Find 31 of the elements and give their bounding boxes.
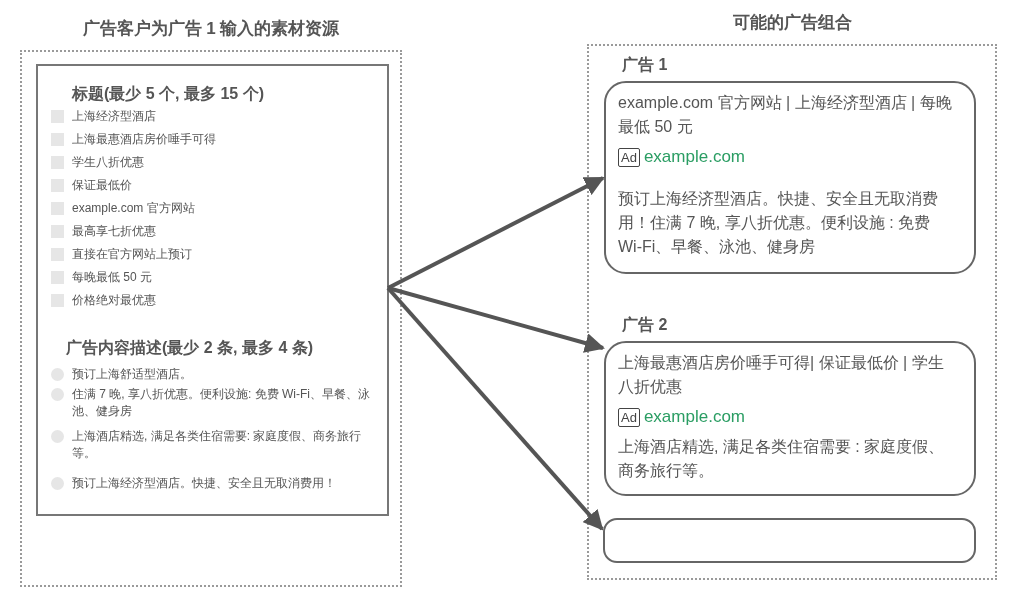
- ad-heading: 广告 1: [622, 55, 668, 75]
- asset-text: 预订上海舒适型酒店。: [72, 366, 193, 383]
- ad-headline: example.com 官方网站 | 上海经济型酒店 | 每晚最低 50 元: [618, 93, 952, 137]
- asset-text: 价格绝对最优惠: [72, 292, 157, 309]
- arrow: [387, 176, 605, 290]
- asset-text: 每晚最低 50 元: [72, 269, 153, 286]
- arrow: [386, 286, 604, 531]
- asset-text: 直接在官方网站上预订: [72, 246, 193, 263]
- asset-text: 保证最低价: [72, 177, 133, 194]
- display-url: example.com: [643, 146, 745, 168]
- ad-heading: 广告 2: [622, 315, 668, 335]
- section-heading: 标题(最少 5 个, 最多 15 个): [72, 84, 265, 104]
- asset-text: 最高享七折优惠: [72, 223, 157, 240]
- display-url: example.com: [643, 406, 745, 428]
- asset-text: 学生八折优惠: [72, 154, 145, 171]
- ad-tag: Ad: [618, 147, 640, 167]
- asset-text: 上海经济型酒店: [72, 108, 157, 125]
- panel-title: 可能的广告组合: [731, 12, 853, 34]
- asset-text: 预订上海经济型酒店。快捷、安全且无取消费用！: [72, 475, 337, 492]
- section-heading: 广告内容描述(最少 2 条, 最多 4 条): [66, 338, 314, 358]
- empty-ad-card: [603, 518, 976, 563]
- asset-text: 住满 7 晚, 享八折优惠。便利设施: 免费 Wi-Fi、早餐、泳池、健身房: [72, 386, 371, 420]
- ad-headline: 上海最惠酒店房价唾手可得| 保证最低价 | 学生八折优惠: [618, 353, 945, 397]
- asset-text: example.com 官方网站: [72, 200, 196, 217]
- asset-list-box: [36, 64, 389, 516]
- ad-description: 上海酒店精选, 满足各类住宿需要 : 家庭度假、商务旅行等。: [618, 437, 946, 481]
- ad-tag: Ad: [618, 407, 640, 427]
- ad-description: 预订上海经济型酒店。快捷、安全且无取消费用！住满 7 晚, 享八折优惠。便利设施 : 免费 Wi-Fi、早餐、泳池、健身房: [618, 189, 939, 257]
- panel-title: 广告客户为广告 1 输入的素材资源: [81, 18, 341, 40]
- asset-text: 上海酒店精选, 满足各类住宿需要: 家庭度假、商务旅行等。: [72, 428, 363, 462]
- asset-text: 上海最惠酒店房价唾手可得: [72, 131, 217, 148]
